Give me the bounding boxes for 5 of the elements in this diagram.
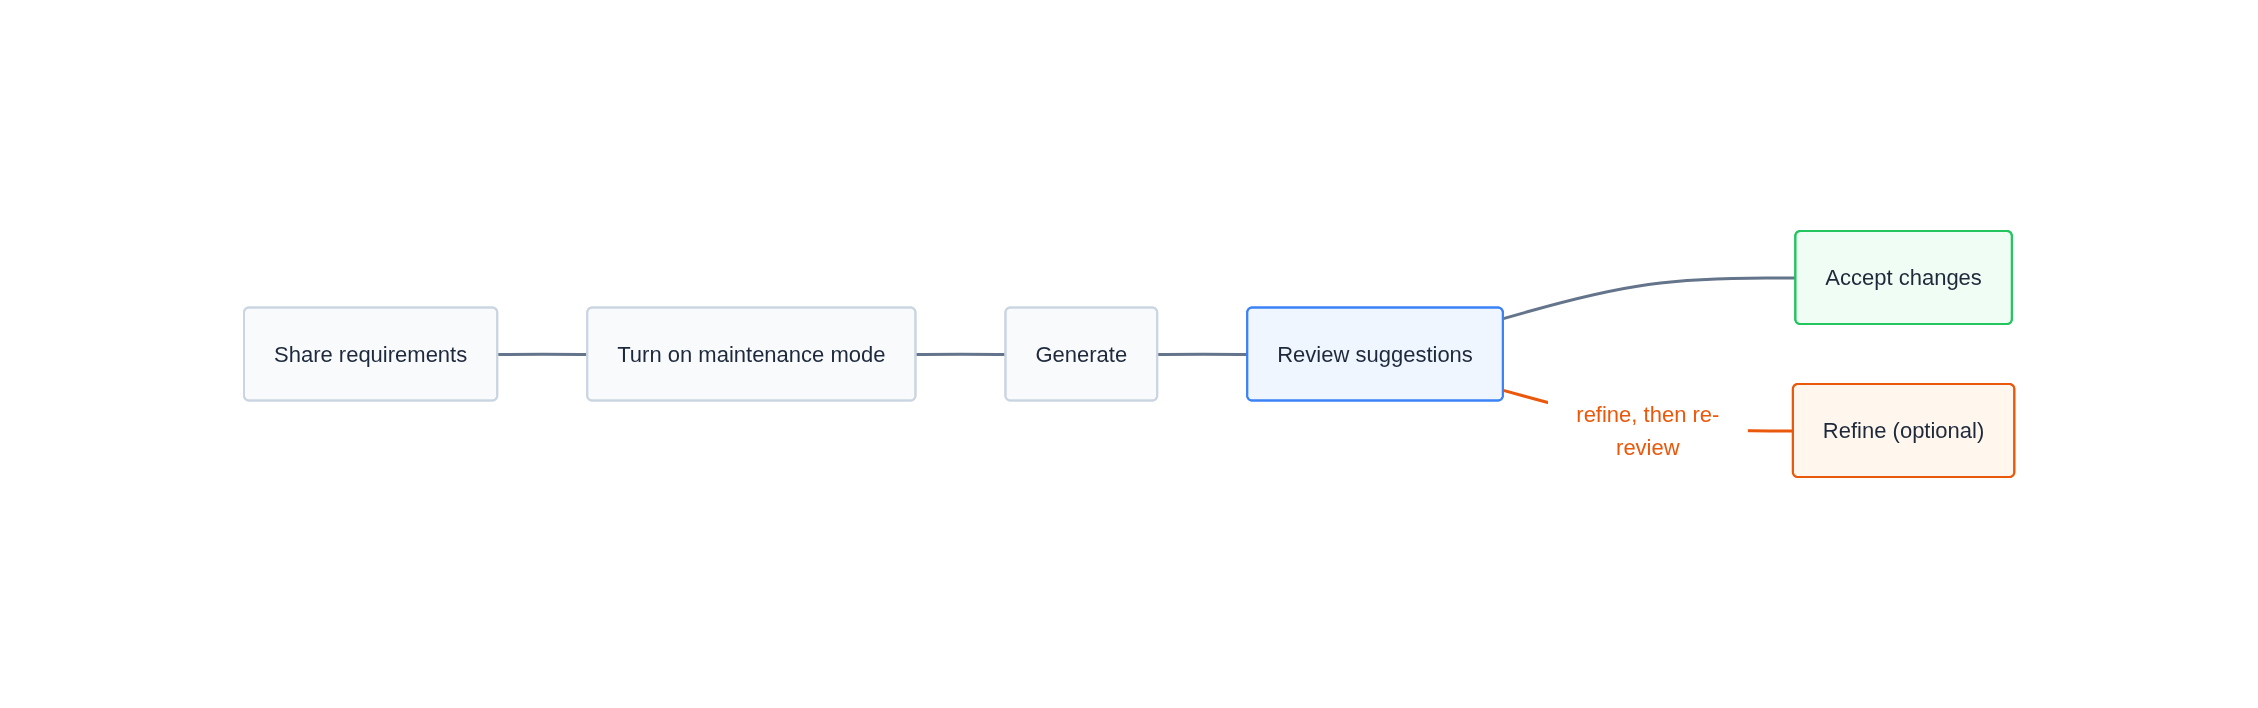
connector [1502, 276, 1796, 321]
edge-label: refine, then re-review [1576, 401, 1720, 460]
connector [915, 352, 1006, 356]
connector [1157, 352, 1248, 356]
connector [497, 352, 588, 356]
